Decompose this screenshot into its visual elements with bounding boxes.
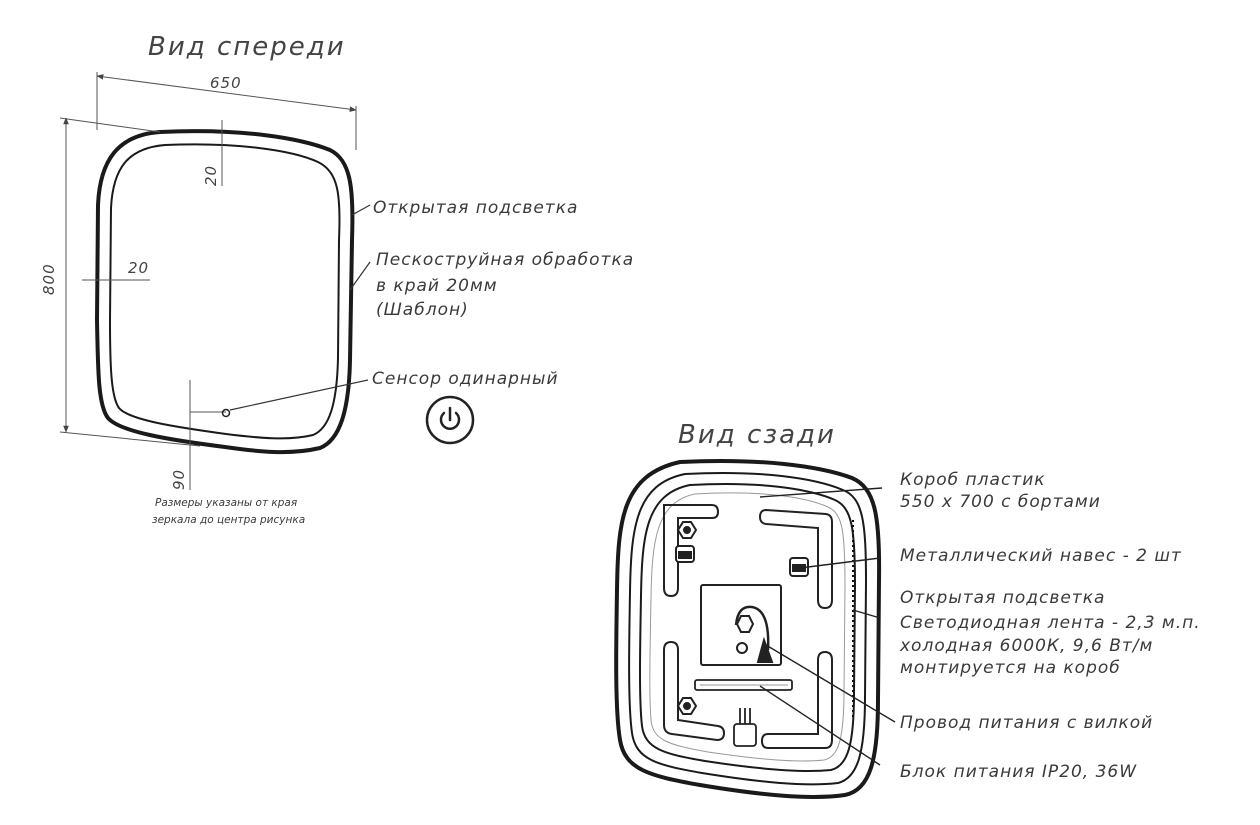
dim-side-edge-label: 20 — [128, 259, 150, 277]
front-view-title: Вид спереди — [148, 32, 346, 62]
back-psu — [694, 679, 793, 747]
callout-sandblast-3: (Шаблон) — [376, 300, 469, 320]
callout-box-2: 550 х 700 с бортами — [900, 492, 1101, 512]
back-socket-plate — [700, 584, 782, 666]
back-mirror-outer — [614, 458, 882, 799]
callout-psu: Блок питания IP20, 36W — [900, 762, 1138, 782]
callout-box-1: Короб пластик — [900, 470, 1046, 490]
sensor-dot — [221, 408, 231, 418]
back-fixings — [675, 521, 809, 715]
mirror-outer-edge — [94, 129, 355, 455]
callout-light-4: монтируется на короб — [900, 658, 1121, 678]
back-box-inner — [649, 492, 846, 762]
front-leaders — [229, 204, 371, 411]
power-button-icon — [425, 395, 475, 445]
dim-width-label: 650 — [210, 74, 242, 92]
back-ribs — [663, 504, 833, 749]
front-note-line1: Размеры указаны от края — [155, 497, 298, 509]
dim-height-label: 800 — [40, 263, 58, 295]
callout-sensor: Сенсор одинарный — [372, 369, 559, 389]
front-note-line2: зеркала до центра рисунка — [152, 514, 306, 526]
callout-sandblast-2: в край 20мм — [376, 276, 498, 296]
callout-light-2: Светодиодная лента - 2,3 м.п. — [900, 613, 1201, 633]
back-leaders — [759, 487, 896, 766]
dim-sensor-label: 90 — [170, 468, 188, 490]
back-box — [639, 482, 857, 772]
front-dimensions — [59, 72, 357, 490]
callout-light-3: холодная 6000К, 9,6 Вт/м — [900, 636, 1154, 656]
callout-cable: Провод питания с вилкой — [900, 713, 1154, 733]
dim-top-edge-label: 20 — [202, 164, 220, 186]
callout-sandblast-1: Пескоструйная обработка — [376, 250, 635, 270]
mirror-inner-edge — [108, 143, 341, 440]
callout-hanger: Металлический навес - 2 шт — [900, 546, 1182, 566]
back-view-title: Вид сзади — [678, 420, 836, 450]
callout-open-light: Открытая подсветка — [373, 198, 579, 218]
front-mirror — [94, 129, 355, 455]
callout-light-1: Открытая подсветка — [900, 588, 1106, 608]
